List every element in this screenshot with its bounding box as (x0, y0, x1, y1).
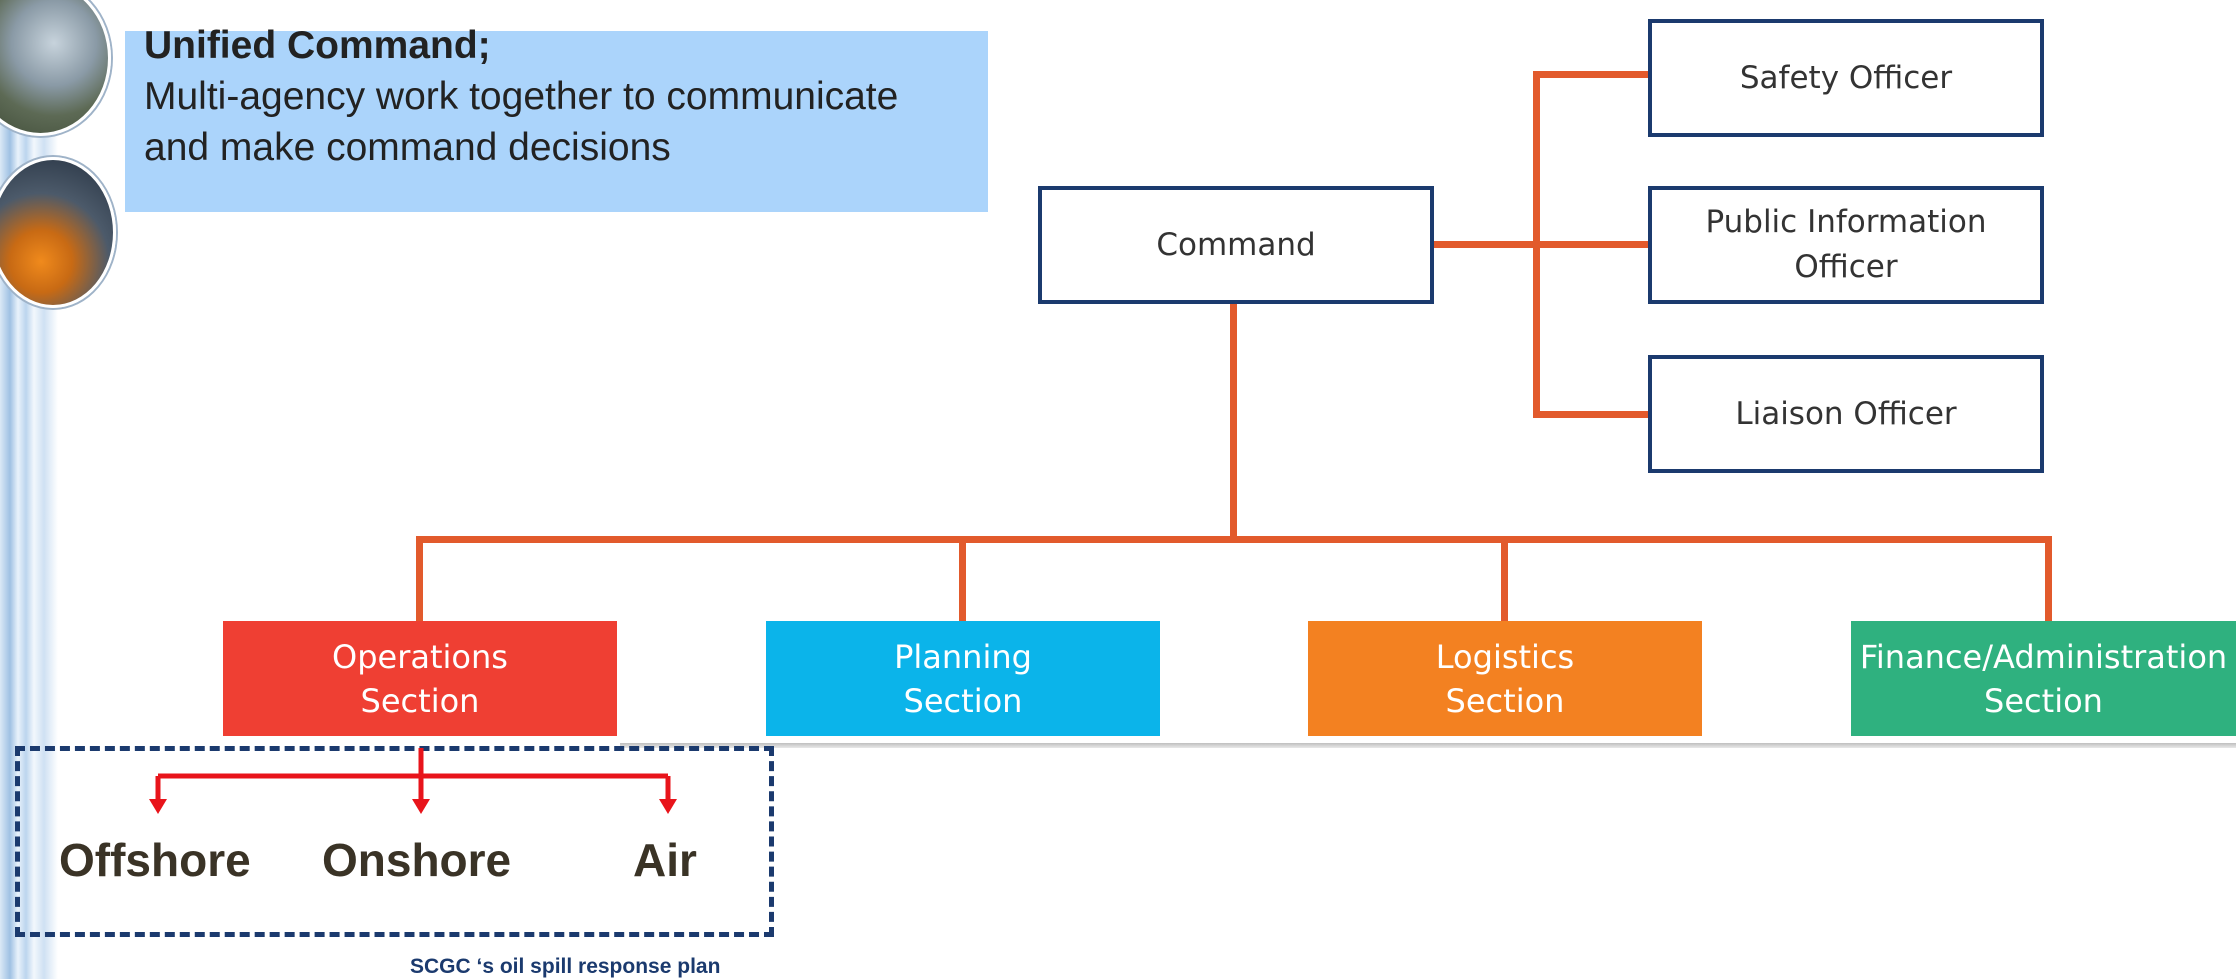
connector-command-down (1230, 302, 1237, 540)
arrow-onshore (412, 799, 430, 814)
command-box: Command (1038, 186, 1434, 304)
connector-safety (1533, 71, 1649, 78)
workers-photo (0, 157, 116, 308)
air-label: Air (633, 834, 697, 886)
logistics-section-box: Logistics Section (1308, 621, 1702, 736)
onshore-label: Onshore (322, 834, 512, 886)
header-body: Multi-agency work together to communicat… (144, 75, 899, 169)
caption: SCGC ‘s oil spill response plan (410, 955, 721, 978)
connector-staff-vertical (1533, 71, 1540, 418)
arrow-offshore (149, 799, 167, 814)
arrow-air (659, 799, 677, 814)
connector-liaison (1533, 411, 1649, 418)
offshore-label: Offshore (59, 834, 251, 886)
planning-section-box: Planning Section (766, 621, 1160, 736)
liaison-officer-box: Liaison Officer (1648, 355, 2044, 473)
connector-command-to-staff (1431, 241, 1649, 248)
connector-sections-horizontal (416, 536, 2052, 543)
connector-planning (959, 536, 966, 622)
header-title: Unified Command; (144, 24, 491, 67)
connector-logistics (1501, 536, 1508, 622)
operations-breakdown-box (15, 746, 774, 937)
header-text: Unified Command; Multi-agency work toget… (144, 20, 974, 173)
safety-officer-box: Safety Officer (1648, 19, 2044, 137)
connector-operations (416, 536, 423, 622)
finance-administration-section-box: Finance/Administration Section (1851, 621, 2236, 736)
section-shadow (620, 743, 2236, 748)
public-information-officer-box: Public Information Officer (1648, 186, 2044, 304)
connector-finance (2045, 536, 2052, 622)
operations-section-box: Operations Section (223, 621, 617, 736)
header-background (125, 31, 988, 212)
